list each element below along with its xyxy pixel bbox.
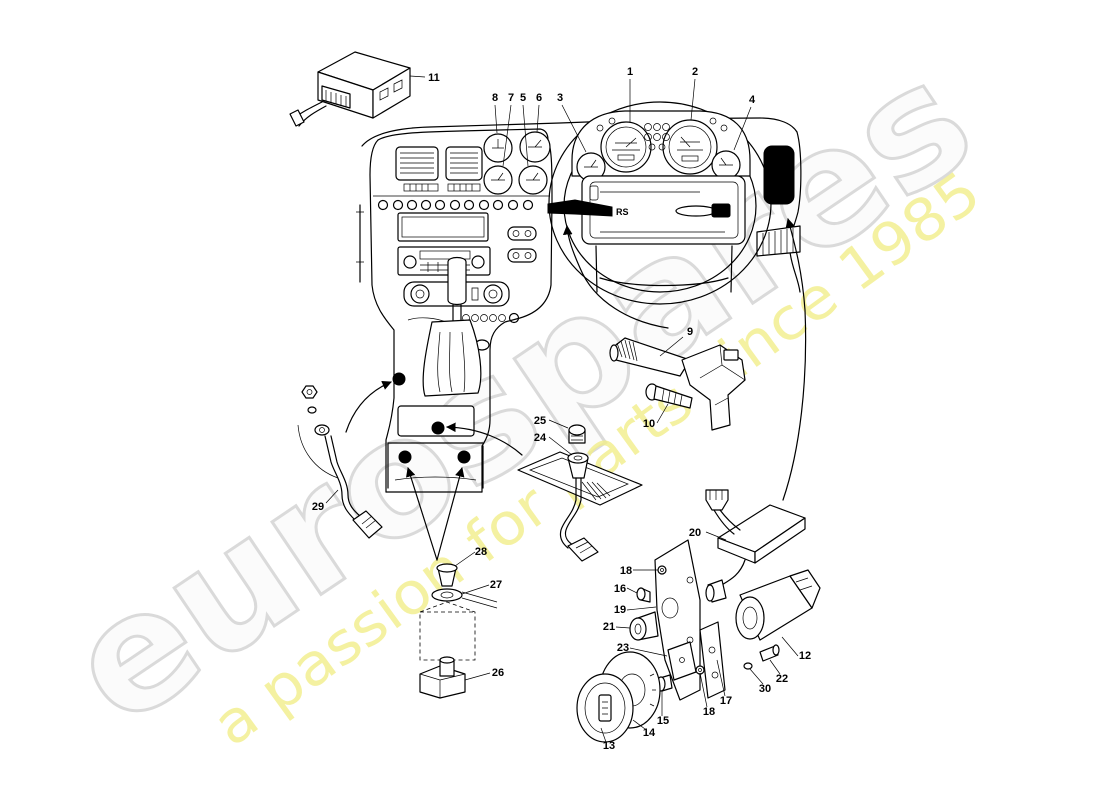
- dash-end-panel: [763, 145, 795, 205]
- part-22-shear-bolt: [759, 644, 780, 662]
- gauge-tachometer: [600, 121, 652, 173]
- switch-row: [377, 199, 534, 211]
- warning-lights: [596, 117, 728, 151]
- label-part-23: 23: [617, 642, 629, 654]
- label-part-10: 10: [643, 418, 655, 430]
- label-part-27: 27: [490, 579, 502, 591]
- label-part-1: 1: [627, 66, 633, 78]
- gear-lever: [422, 256, 482, 397]
- part-21-lock-barrel: [629, 611, 659, 641]
- label-part-7: 7: [508, 92, 514, 104]
- airbag-button: [711, 203, 731, 218]
- label-part-9: 9: [687, 326, 693, 338]
- part-17-bracket: [699, 621, 726, 699]
- part-25-socket-cap: [568, 424, 586, 444]
- part-18-nut-upper: [657, 565, 667, 575]
- leader-lines: [325, 75, 799, 743]
- airbag-badge-text: RS: [616, 207, 629, 217]
- part-13-ignition-bezel: [576, 673, 634, 743]
- radio-unit: [397, 246, 491, 276]
- watermark-brand: eurospares: [37, 25, 1004, 762]
- airbag-module: [581, 175, 746, 245]
- gear-boot: [422, 319, 482, 397]
- label-part-18-upper: 18: [620, 565, 632, 577]
- center-air-vent-right: [445, 146, 483, 192]
- part-10-bolt: [645, 383, 693, 409]
- label-part-16: 16: [614, 583, 626, 595]
- center-air-vent-left: [395, 146, 439, 192]
- label-part-5: 5: [520, 92, 526, 104]
- part-9-stalk-switch: [609, 337, 746, 431]
- gauge-group-center: [483, 131, 551, 195]
- part-20-immobiliser-unit: [705, 489, 806, 587]
- label-part-25: 25: [534, 415, 546, 427]
- part-24-25-socket-tray: [517, 424, 643, 562]
- label-part-21: 21: [603, 621, 615, 633]
- part-27-bezel: [431, 588, 463, 602]
- label-part-28: 28: [475, 546, 487, 558]
- watermark: eurospares a passion for parts since 198…: [35, 23, 1005, 763]
- ignition-switch-assembly: [576, 489, 821, 743]
- part-24-socket-body: [567, 452, 589, 479]
- label-part-24: 24: [534, 432, 547, 444]
- label-part-20: 20: [689, 527, 701, 539]
- label-part-18-lower: 18: [703, 706, 715, 718]
- part-number-labels: 1 2 3 4 5 6 7 8 9 10 11 12 13 14 15 16 1…: [312, 66, 811, 752]
- label-part-6: 6: [536, 92, 542, 104]
- indicator-stalk: RS: [547, 199, 629, 217]
- part-16-bush: [636, 587, 651, 603]
- console-storage: [397, 405, 475, 437]
- label-part-13: 13: [603, 740, 615, 752]
- label-part-8: 8: [492, 92, 498, 104]
- label-part-4: 4: [749, 94, 756, 106]
- gauge-speedometer: [662, 119, 718, 175]
- label-part-15: 15: [657, 715, 669, 727]
- part-26-28-switch-assembly: [419, 563, 498, 699]
- label-part-26: 26: [492, 667, 504, 679]
- label-part-11: 11: [428, 72, 440, 84]
- label-part-29: 29: [312, 501, 324, 513]
- part-12-ignition-switch: [705, 569, 821, 641]
- label-part-14: 14: [643, 727, 656, 739]
- part-11-control-module: [289, 51, 411, 127]
- center-display: [397, 212, 489, 242]
- label-part-19: 19: [614, 604, 626, 616]
- center-console: [369, 128, 553, 493]
- part-26-switch-bracket: [419, 656, 466, 699]
- label-part-12: 12: [799, 650, 811, 662]
- hazard-switches: [507, 226, 537, 263]
- mounting-point-upper: [392, 372, 406, 386]
- mounting-point-storage: [431, 421, 445, 435]
- gauge-right-small: [711, 150, 741, 180]
- part-18-nut-lower: [695, 665, 705, 675]
- location-arrows: [345, 218, 807, 561]
- label-part-22: 22: [776, 673, 788, 685]
- instrument-cluster: [571, 110, 751, 182]
- label-part-30: 30: [759, 683, 771, 695]
- label-part-17: 17: [720, 695, 732, 707]
- console-lower-panel: [387, 442, 484, 489]
- part-29-switch-harness: [297, 385, 383, 539]
- mounting-point-left: [398, 450, 412, 464]
- mounting-point-right: [457, 450, 471, 464]
- part-30-pin: [743, 662, 753, 670]
- label-part-2: 2: [692, 66, 698, 78]
- part-28-button-cap: [436, 563, 458, 587]
- label-part-3: 3: [557, 92, 563, 104]
